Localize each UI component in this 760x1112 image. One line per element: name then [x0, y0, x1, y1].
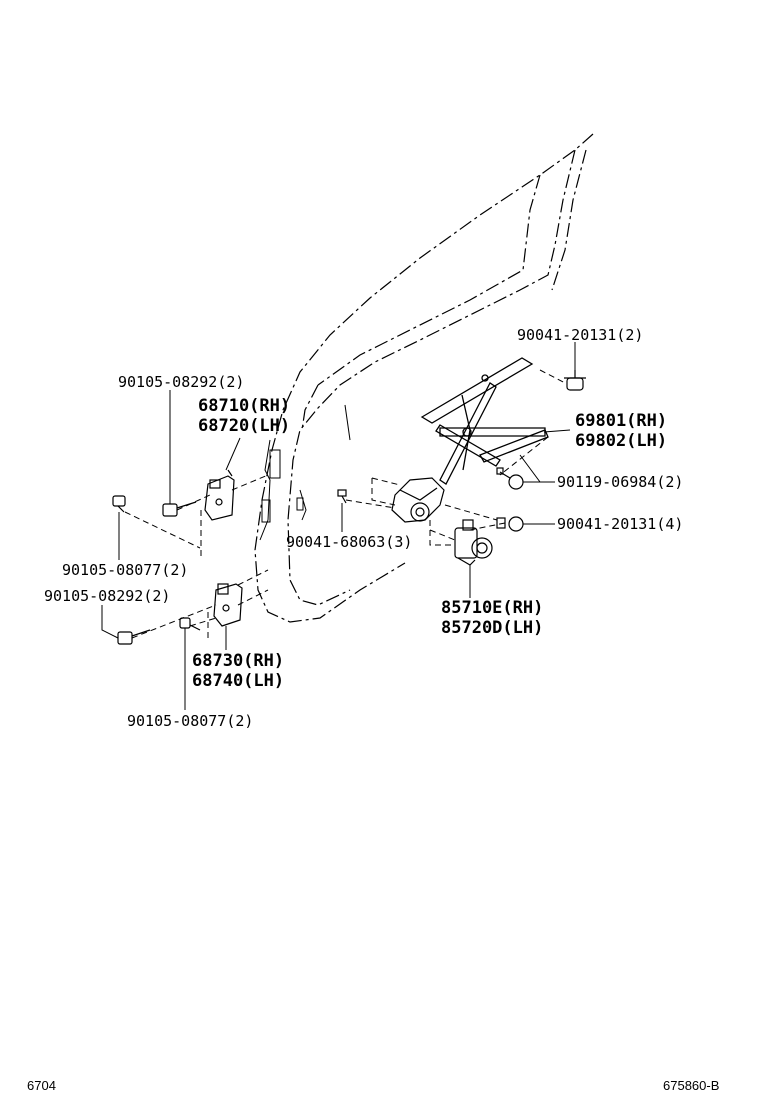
part-label-68730-rh: 68730(RH)	[192, 651, 285, 671]
figure-code: 675860-B	[663, 1078, 720, 1093]
window-regulator	[420, 357, 549, 485]
nut-icon	[564, 370, 586, 391]
bolt-icon	[337, 489, 347, 504]
part-label-68740-lh: 68740(LH)	[192, 671, 285, 691]
part-label-69802-lh: 69802(LH)	[575, 431, 668, 451]
page-code: 6704	[27, 1078, 56, 1093]
bolt-icon	[112, 495, 126, 513]
part-label-68710-rh: 68710(RH)	[198, 396, 291, 416]
upper-hinge	[204, 469, 235, 521]
regulator-drive-unit	[391, 477, 445, 523]
part-label-90041-20131-4: 90041-20131(4)	[557, 515, 684, 533]
part-label-90041-68063-3: 90041-68063(3)	[286, 533, 413, 551]
part-label-90105-08292-2-upper: 90105-08292(2)	[118, 373, 245, 391]
part-label-90041-20131-2: 90041-20131(2)	[517, 326, 644, 344]
part-label-90105-08292-2-lower: 90105-08292(2)	[44, 587, 171, 605]
door-outline	[254, 133, 594, 623]
bolt-icon	[496, 467, 524, 490]
door-inner-panel	[259, 404, 351, 541]
lower-hinge	[213, 583, 243, 627]
part-label-90119-06984-2: 90119-06984(2)	[557, 473, 684, 491]
part-label-90105-08077-2-upper: 90105-08077(2)	[62, 561, 189, 579]
part-label-68720-lh: 68720(LH)	[198, 416, 291, 436]
part-label-85710e-rh: 85710E(RH)	[441, 598, 544, 618]
bolt-icon	[179, 617, 201, 631]
part-label-69801-rh: 69801(RH)	[575, 411, 668, 431]
leader-lines	[101, 342, 576, 710]
regulator-motor	[454, 519, 493, 566]
part-label-90105-08077-2-lower: 90105-08077(2)	[127, 712, 254, 730]
assembly-lines	[124, 369, 568, 640]
part-label-85720d-lh: 85720D(LH)	[441, 618, 544, 638]
